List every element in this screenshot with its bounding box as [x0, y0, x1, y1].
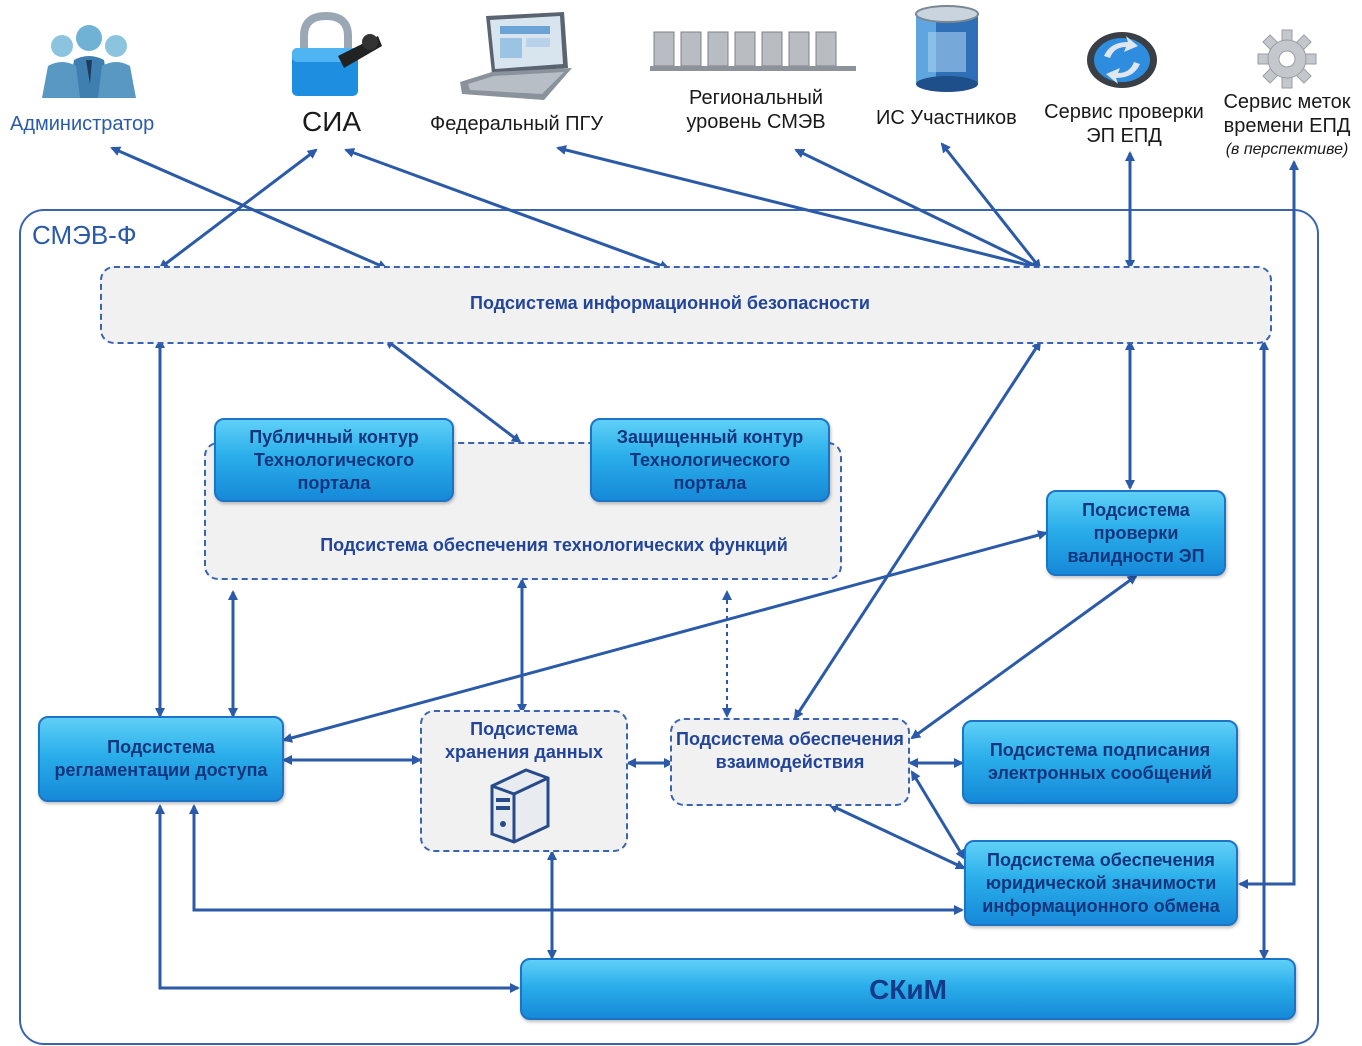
refresh-globe-icon — [1087, 32, 1157, 88]
database-icon — [915, 5, 979, 92]
gear-icon — [1257, 29, 1317, 89]
ep-check-service-line1: Сервис проверки — [1044, 101, 1204, 123]
info-security-title: Подсистема информационной безопасности — [470, 293, 870, 313]
federal-pgu-label: Федеральный ПГУ — [430, 113, 604, 135]
tech-functions-title: Подсистема обеспечения технологических ф… — [320, 535, 788, 555]
interaction-subsystem — [670, 718, 910, 806]
regional-smev-line1: Региональный — [688, 87, 824, 109]
ep-validity-box: Подсистема проверки валидности ЭП — [1046, 490, 1226, 576]
server-icon — [490, 768, 550, 844]
servers-rack-icon — [650, 31, 856, 71]
administrator-people-icon — [42, 25, 136, 98]
administrator-label: Администратор — [10, 113, 155, 135]
time-stamp-service-label: Сервис меток времени ЕПД (в перспективе) — [1214, 90, 1360, 162]
time-stamp-service-note: (в перспективе) — [1225, 141, 1349, 158]
time-stamp-service-line2: времени ЕПД — [1223, 115, 1351, 137]
laptop-icon — [460, 12, 572, 100]
signing-box: Подсистема подписания электронных сообще… — [962, 720, 1238, 804]
protected-contour-box: Защищенный контур Технологического порта… — [590, 418, 830, 502]
public-contour-box: Публичный контур Технологического портал… — [214, 418, 454, 502]
sia-label: СИА — [302, 106, 362, 137]
smev-f-title: СМЭВ-Ф — [32, 220, 137, 250]
skim-box: СКиМ — [520, 958, 1296, 1020]
time-stamp-service-line1: Сервис меток — [1223, 91, 1351, 113]
legal-significance-box: Подсистема обеспечения юридической значи… — [964, 840, 1238, 926]
lock-icon — [292, 11, 382, 96]
regional-smev-line2: уровень СМЭВ — [686, 111, 826, 133]
data-storage-title: Подсистема хранения данных — [445, 719, 603, 762]
interaction-title: Подсистема обеспечения взаимодействия — [676, 729, 904, 772]
access-regulation-box: Подсистема регламентации доступа — [38, 716, 284, 802]
regional-smev-label: Региональный уровень СМЭВ — [676, 86, 836, 134]
ep-check-service-label: Сервис проверки ЭП ЕПД — [1034, 100, 1214, 148]
ep-check-service-line2: ЭП ЕПД — [1086, 125, 1162, 147]
is-participants-label: ИС Участников — [876, 107, 1017, 129]
info-security-subsystem — [100, 266, 1272, 344]
